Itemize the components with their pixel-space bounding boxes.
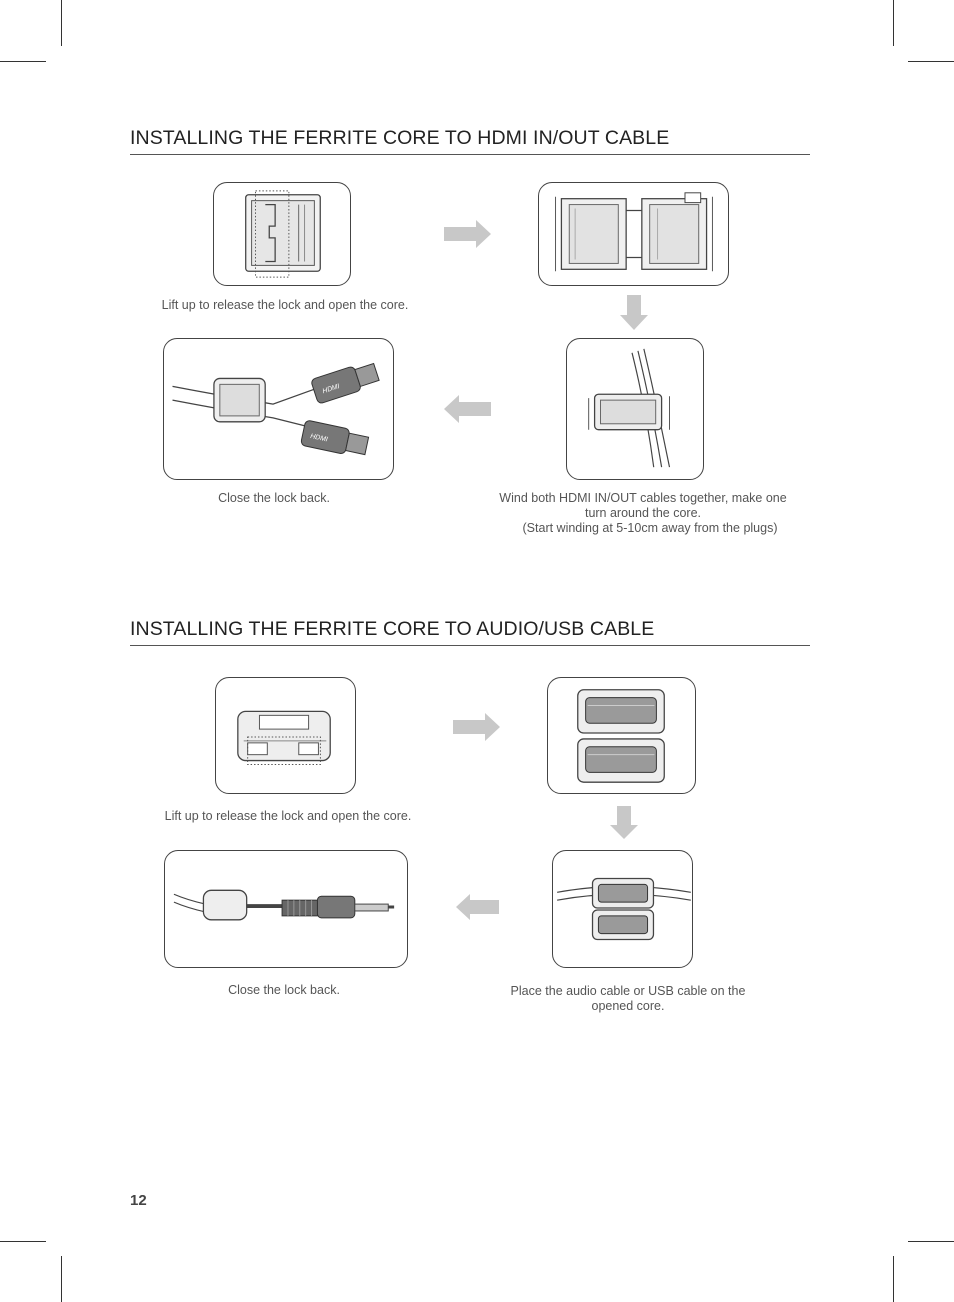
audio-step4-closed-core-cable-illustration — [164, 850, 408, 968]
hdmi-step1-closed-core-illustration — [213, 182, 351, 286]
crop-mark — [0, 61, 46, 62]
audio-step3-caption-line2: opened core. — [591, 999, 665, 1013]
hdmi-step4-caption: Close the lock back. — [218, 491, 330, 505]
crop-mark — [908, 1241, 954, 1242]
crop-mark — [61, 0, 62, 46]
hdmi-step3-winding-cable-illustration — [566, 338, 704, 480]
arrow-left-icon — [456, 894, 499, 920]
page-number: 12 — [130, 1192, 147, 1209]
hdmi-step3-caption-line3: (Start winding at 5-10cm away from the p… — [522, 521, 778, 535]
hdmi-step1-caption: Lift up to release the lock and open the… — [161, 298, 409, 312]
section-title-audio-usb: INSTALLING THE FERRITE CORE TO AUDIO/USB… — [130, 618, 810, 646]
crop-mark — [893, 0, 894, 46]
hdmi-step3-caption-line2: turn around the core. — [584, 506, 702, 520]
audio-step3-caption-line1: Place the audio cable or USB cable on th… — [510, 984, 746, 998]
arrow-down-icon — [620, 295, 648, 330]
audio-step4-caption: Close the lock back. — [228, 983, 340, 997]
audio-step1-closed-core-illustration — [215, 677, 356, 794]
audio-step2-open-core-illustration — [547, 677, 696, 794]
arrow-right-icon — [444, 220, 491, 248]
hdmi-step3-caption-line1: Wind both HDMI IN/OUT cables together, m… — [499, 491, 787, 505]
crop-mark — [61, 1256, 62, 1302]
hdmi-step2-open-core-illustration — [538, 182, 729, 286]
arrow-left-icon — [444, 395, 491, 423]
hdmi-step4-closed-core-cables-illustration: HDMI HDMI — [163, 338, 394, 480]
crop-mark — [0, 1241, 46, 1242]
audio-step1-caption: Lift up to release the lock and open the… — [164, 809, 412, 823]
audio-step3-caption: Place the audio cable or USB cable on th… — [488, 984, 768, 1014]
arrow-right-icon — [453, 713, 500, 741]
crop-mark — [893, 1256, 894, 1302]
arrow-down-icon — [610, 806, 638, 839]
crop-mark — [908, 61, 954, 62]
hdmi-plug-label: HDMI — [310, 433, 329, 444]
audio-step3-place-cable-illustration — [552, 850, 693, 968]
section-title-hdmi: INSTALLING THE FERRITE CORE TO HDMI IN/O… — [130, 127, 810, 155]
hdmi-step3-caption: Wind both HDMI IN/OUT cables together, m… — [488, 491, 798, 536]
